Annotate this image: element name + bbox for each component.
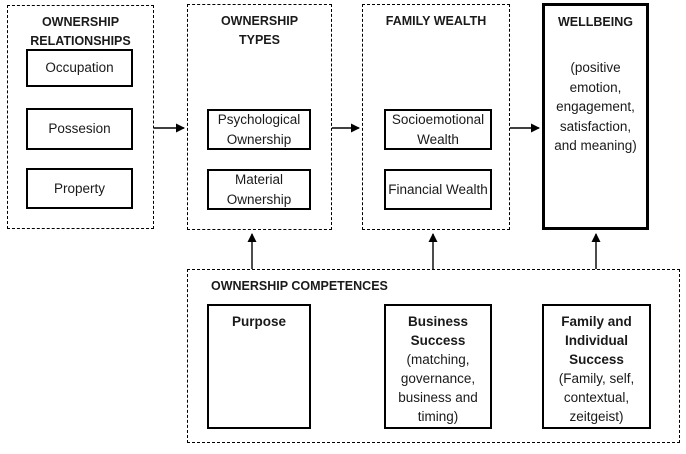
- group-ownership-types: OWNERSHIP TYPES Psychological Ownership …: [187, 4, 332, 230]
- node-occupation: Occupation: [26, 49, 133, 87]
- group-ownership-competences-title: OWNERSHIP COMPETENCES: [211, 279, 388, 293]
- node-family-individual-success-detail: (Family, self, contextual, zeitgeist): [558, 371, 635, 424]
- node-property: Property: [26, 168, 133, 209]
- node-purpose: Purpose: [207, 304, 311, 429]
- group-ownership-competences: OWNERSHIP COMPETENCES Purpose Business S…: [187, 269, 680, 443]
- wellbeing-subtitle: (positive emotion, engagement, satisfact…: [554, 60, 637, 153]
- node-possesion: Possesion: [26, 108, 133, 150]
- node-socioemotional-wealth: Socioemotional Wealth: [384, 109, 492, 150]
- group-family-wealth: FAMILY WEALTH Socioemotional Wealth Fina…: [362, 4, 510, 230]
- node-financial-wealth: Financial Wealth: [384, 169, 492, 210]
- group-wellbeing-title: WELLBEING: [558, 15, 633, 29]
- group-ownership-relationships: OWNERSHIP RELATIONSHIPS Occupation Posse…: [7, 5, 154, 229]
- group-family-wealth-title: FAMILY WEALTH: [385, 14, 487, 28]
- node-business-success: Business Success (matching, governance, …: [384, 304, 492, 429]
- node-material-ownership: Material Ownership: [207, 169, 311, 210]
- node-purpose-label: Purpose: [231, 314, 286, 329]
- node-psychological-ownership: Psychological Ownership: [207, 109, 311, 150]
- node-business-success-detail: (matching, governance, business and timi…: [398, 352, 478, 424]
- node-business-success-label: Business Success: [407, 314, 469, 348]
- group-wellbeing: WELLBEING (positive emotion, engagement,…: [542, 3, 649, 230]
- group-ownership-relationships-title: OWNERSHIP RELATIONSHIPS: [30, 15, 131, 48]
- node-family-individual-success: Family and Individual Success (Family, s…: [542, 304, 651, 429]
- group-ownership-types-title: OWNERSHIP TYPES: [220, 14, 299, 47]
- node-family-individual-success-label: Family and Individual Success: [561, 314, 632, 367]
